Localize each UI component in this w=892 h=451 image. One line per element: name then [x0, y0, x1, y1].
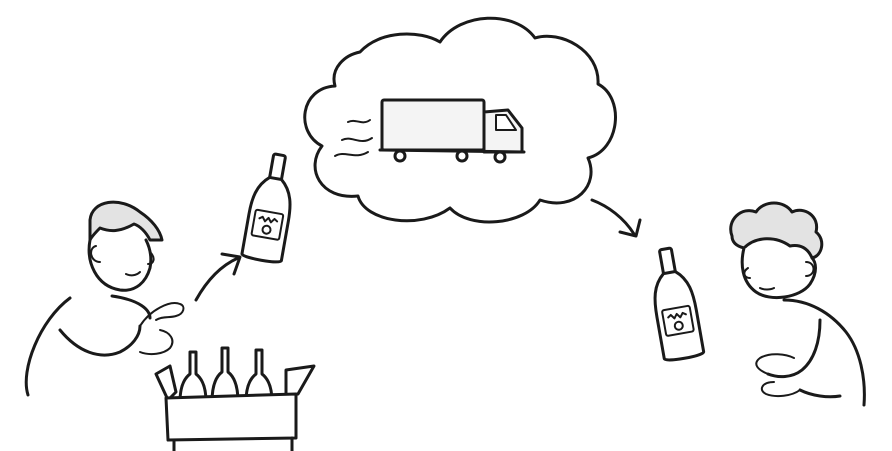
person-receiving-bottle-icon: [731, 203, 865, 405]
wine-bottle-icon: [646, 245, 705, 361]
wine-bottle-icon: [241, 151, 299, 263]
curved-arrow-icon: [196, 254, 240, 300]
person-packing-bottles-icon: [26, 202, 183, 395]
curved-arrow-icon: [592, 200, 640, 236]
open-box-of-bottles-icon: [156, 348, 314, 451]
